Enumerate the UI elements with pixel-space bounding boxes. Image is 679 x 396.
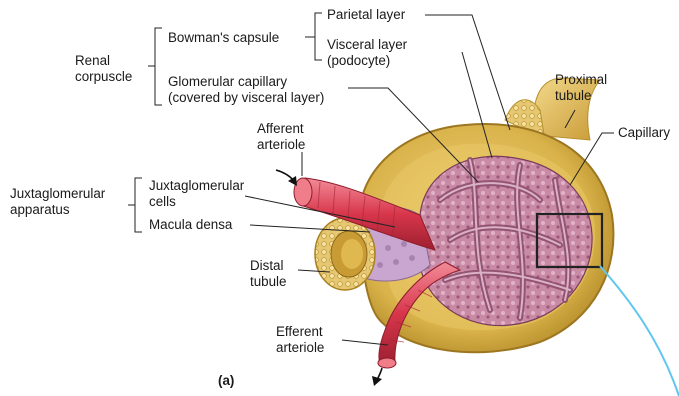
- outflow-arrowhead: [372, 376, 382, 386]
- label-bowmans-capsule: Bowman's capsule: [168, 30, 279, 46]
- label-macula-densa: Macula densa: [149, 217, 232, 233]
- label-visceral-layer: Visceral layer (podocyte): [327, 37, 407, 69]
- label-juxtaglomerular-cells: Juxtaglomerular cells: [149, 178, 244, 210]
- bracket-jg-apparatus: [128, 178, 142, 232]
- inflow-arrowhead: [288, 176, 297, 186]
- label-afferent-arteriole: Afferent arteriole: [257, 121, 305, 153]
- label-glomerular-capillary: Glomerular capillary (covered by viscera…: [168, 74, 324, 106]
- label-renal-corpuscle: Renal corpuscle: [75, 53, 132, 85]
- bracket-renal-corpuscle: [148, 28, 162, 105]
- callout-line: [600, 266, 679, 396]
- label-capillary: Capillary: [618, 125, 670, 141]
- label-efferent-arteriole: Efferent arteriole: [276, 324, 324, 356]
- glomerulus-shape: [420, 156, 592, 325]
- label-parietal-layer: Parietal layer: [327, 7, 405, 23]
- distal-tubule-shape: [315, 218, 375, 290]
- panel-label: (a): [218, 373, 234, 389]
- label-distal-tubule: Distal tubule: [250, 258, 286, 290]
- bracket-bowmans-capsule: [305, 13, 322, 60]
- label-juxtaglomerular-apparatus: Juxtaglomerular apparatus: [10, 186, 105, 218]
- label-proximal-tubule: Proximal tubule: [555, 72, 607, 104]
